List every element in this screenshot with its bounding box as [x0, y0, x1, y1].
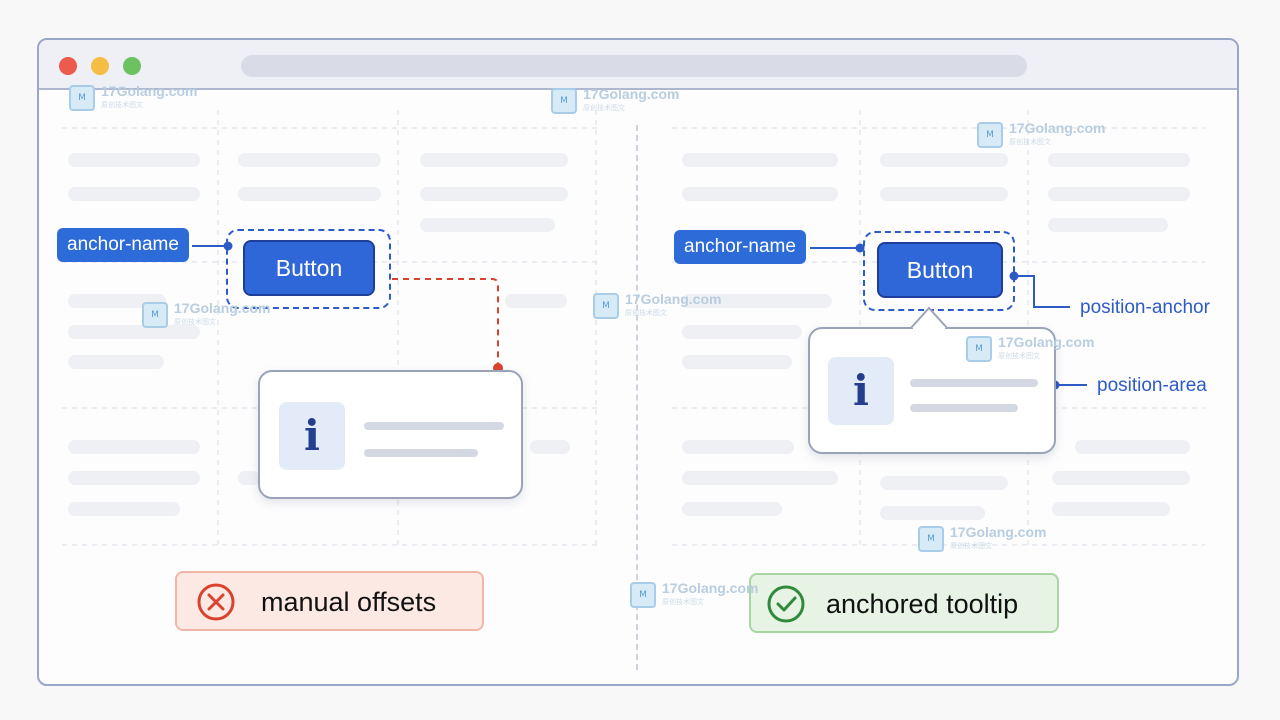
- skeleton-line: [1048, 218, 1168, 232]
- skeleton-line: [530, 440, 570, 454]
- cross-circle-icon: [197, 583, 235, 621]
- anchor-name-label: anchor-name: [674, 230, 806, 264]
- skeleton-line: [1052, 471, 1190, 485]
- address-bar[interactable]: [241, 55, 1027, 77]
- tooltip-text-line: [910, 379, 1038, 387]
- skeleton-line: [880, 476, 1008, 490]
- skeleton-line: [68, 325, 200, 339]
- anchored-tooltip-card: i: [808, 327, 1056, 454]
- anchored-tooltip-status: anchored tooltip: [749, 573, 1059, 633]
- skeleton-line: [68, 153, 200, 167]
- skeleton-line: [682, 325, 802, 339]
- skeleton-line: [238, 471, 260, 485]
- skeleton-line: [505, 294, 567, 308]
- skeleton-line: [682, 355, 792, 369]
- offset-tooltip-card: i: [258, 370, 523, 499]
- skeleton-line: [420, 218, 555, 232]
- skeleton-line: [1052, 502, 1170, 516]
- minimize-window-dot[interactable]: [91, 57, 109, 75]
- check-circle-icon: [767, 585, 805, 623]
- panel-divider: [636, 125, 638, 670]
- maximize-window-dot[interactable]: [123, 57, 141, 75]
- skeleton-line: [68, 440, 200, 454]
- skeleton-line: [682, 440, 794, 454]
- anchor-outline: [226, 229, 391, 309]
- skeleton-line: [682, 471, 838, 485]
- info-icon: i: [828, 357, 894, 425]
- skeleton-line: [238, 153, 381, 167]
- tooltip-text-line: [364, 422, 504, 430]
- skeleton-line: [68, 471, 200, 485]
- skeleton-line: [682, 187, 838, 201]
- skeleton-line: [68, 502, 180, 516]
- skeleton-line: [68, 187, 200, 201]
- skeleton-line: [880, 187, 1008, 201]
- skeleton-line: [1048, 187, 1190, 201]
- tooltip-text-line: [910, 404, 1018, 412]
- anchor-button[interactable]: Button: [243, 240, 375, 296]
- anchor-name-label: anchor-name: [57, 228, 189, 262]
- position-area-label: position-area: [1097, 375, 1207, 396]
- skeleton-line: [420, 187, 568, 201]
- skeleton-line: [420, 153, 568, 167]
- skeleton-line: [68, 294, 166, 308]
- tooltip-text-line: [364, 449, 478, 457]
- position-anchor-label: position-anchor: [1080, 297, 1210, 318]
- skeleton-line: [1075, 440, 1190, 454]
- close-window-dot[interactable]: [59, 57, 77, 75]
- skeleton-line: [880, 153, 1008, 167]
- skeleton-line: [682, 153, 838, 167]
- skeleton-line: [880, 506, 985, 520]
- skeleton-line: [682, 294, 832, 308]
- status-text: anchored tooltip: [826, 589, 1019, 619]
- info-icon: i: [279, 402, 345, 470]
- status-text: manual offsets: [261, 587, 437, 617]
- skeleton-line: [68, 355, 164, 369]
- manual-offsets-status: manual offsets: [175, 571, 484, 631]
- skeleton-line: [682, 502, 782, 516]
- skeleton-line: [238, 187, 381, 201]
- anchor-button[interactable]: Button: [877, 242, 1003, 298]
- browser-titlebar: [39, 40, 1237, 90]
- skeleton-line: [1048, 153, 1190, 167]
